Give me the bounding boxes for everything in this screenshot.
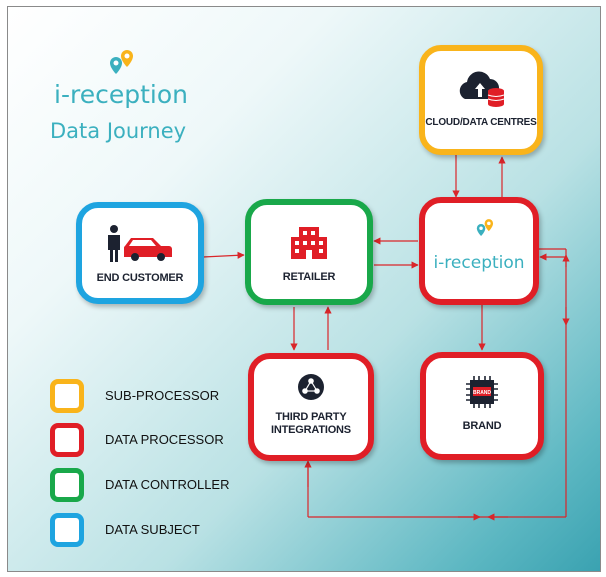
node-label-line2: INTEGRATIONS — [271, 424, 351, 436]
legend-swatch — [50, 423, 84, 457]
person-car-icon — [108, 225, 172, 262]
diagram-canvas: i-reception Data Journey — [7, 6, 601, 572]
building-icon — [291, 227, 327, 259]
logo-text: i-reception — [54, 80, 188, 109]
location-pin-icon — [476, 219, 494, 237]
node-retailer: RETAILER — [245, 199, 373, 305]
legend-label: DATA CONTROLLER — [105, 477, 230, 492]
node-end-customer: END CUSTOMER — [76, 202, 204, 304]
network-hub-icon — [298, 374, 324, 400]
node-label: END CUSTOMER — [96, 272, 184, 284]
arrow-customer-to-retailer — [202, 251, 245, 259]
node-cloud-data-centres: CLOUD/DATA CENTRES — [419, 45, 543, 155]
node-label: i-reception — [433, 253, 525, 273]
node-label: CLOUD/DATA CENTRES — [425, 117, 537, 128]
legend-label: DATA PROCESSOR — [105, 432, 224, 447]
legend-label: SUB-PROCESSOR — [105, 388, 220, 403]
chip-icon: BRAND — [466, 376, 498, 408]
node-third-party-integrations: THIRD PARTY INTEGRATIONS — [248, 353, 374, 461]
location-pins-icon — [110, 50, 133, 74]
legend-swatch — [50, 379, 84, 413]
cloud-database-icon — [459, 71, 505, 107]
node-i-reception: i-reception — [419, 197, 539, 305]
node-label-line1: THIRD PARTY — [275, 411, 347, 423]
legend-swatch — [50, 468, 84, 502]
node-label: BRAND — [462, 420, 502, 432]
legend-label: DATA SUBJECT — [105, 522, 200, 537]
chip-text: BRAND — [473, 390, 491, 396]
node-label: RETAILER — [282, 271, 336, 283]
legend-swatch — [50, 513, 84, 547]
node-brand: BRAND BRAND — [420, 352, 544, 460]
flow-connectors — [202, 155, 570, 521]
diagram-subtitle: Data Journey — [50, 119, 187, 143]
